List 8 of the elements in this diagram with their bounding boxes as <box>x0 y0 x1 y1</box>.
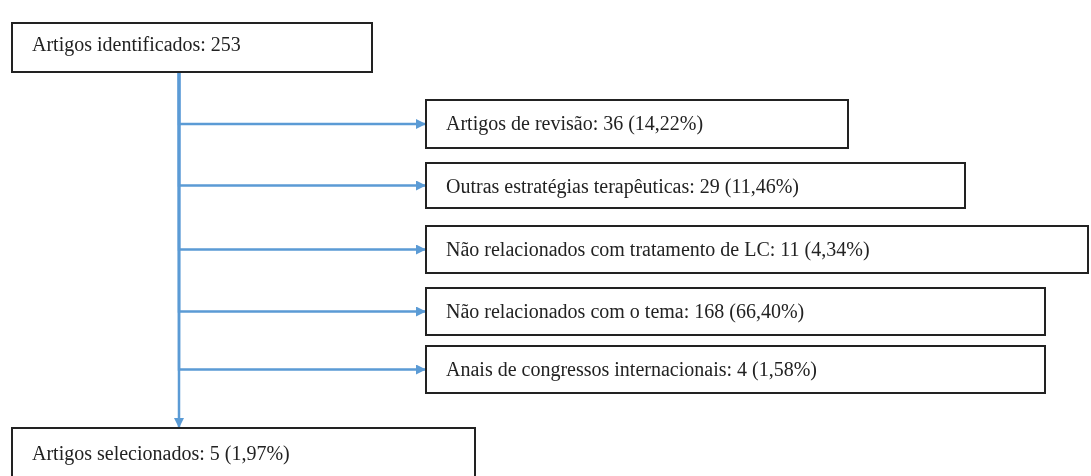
process-box: Artigos selecionados: 5 (1,97%) <box>11 427 476 476</box>
process-box: Outras estratégias terapêuticas: 29 (11,46%) <box>425 162 966 209</box>
process-box: Anais de congressos internacionais: 4 (1,58%) <box>425 345 1046 394</box>
process-box: Artigos de revisão: 36 (14,22%) <box>425 99 849 149</box>
process-box: Não relacionados com tratamento de LC: 11 (4,34%) <box>425 225 1089 274</box>
arrow <box>174 73 184 428</box>
process-box: Não relacionados com o tema: 168 (66,40%) <box>425 287 1046 336</box>
process-box: Artigos identificados: 253 <box>11 22 373 73</box>
